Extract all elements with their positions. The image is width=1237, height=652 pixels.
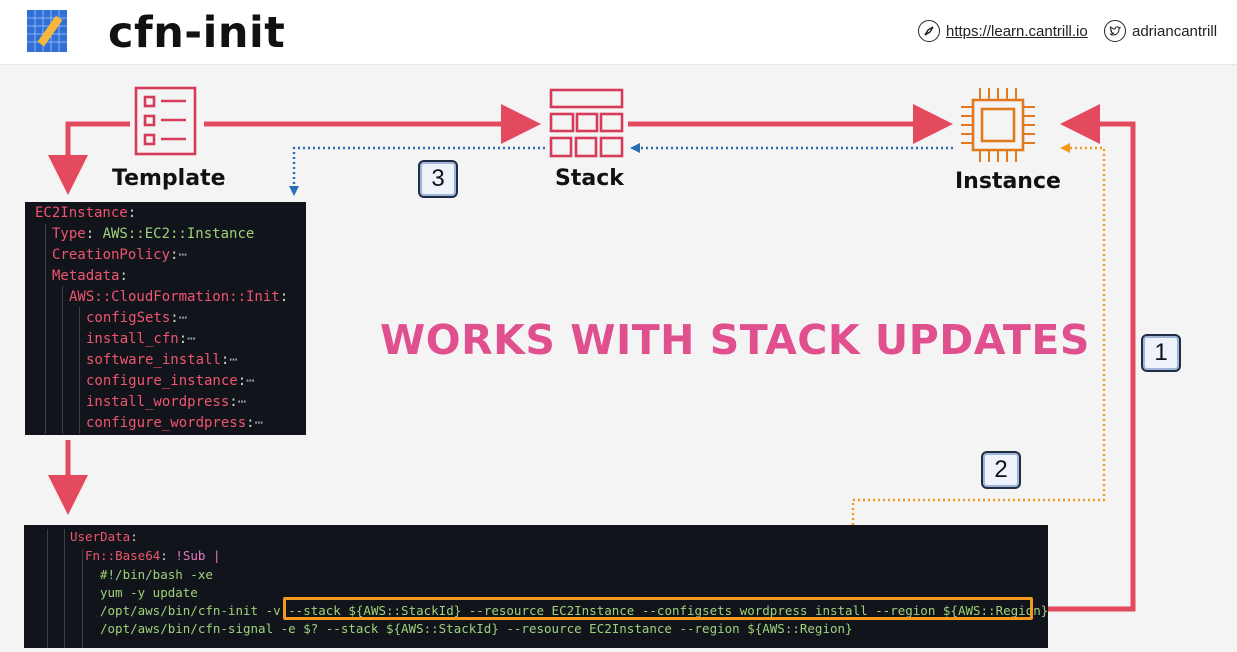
header-bar: cfn-init https://learn.cantrill.io adria… [0,0,1237,65]
dotted-arrow-stack-to-metadata [292,146,545,186]
step-badge-3: 3 [418,160,458,198]
template-icon [134,86,197,156]
step-badge-2: 2 [981,451,1021,489]
indent-guide [82,549,83,648]
code-line: /opt/aws/bin/cfn-init -v --stack ${AWS::… [100,603,1049,618]
code-line: #!/bin/bash -xe [100,567,213,582]
userdata-code-block: UserData: Fn::Base64: !Sub | #!/bin/bash… [24,525,1048,648]
twitter-bird-icon [1104,20,1126,42]
indent-guide [45,224,46,434]
metadata-code-block: EC2Instance: Type: AWS::EC2::Instance Cr… [25,202,306,435]
code-line: software_install:⋯ [86,352,238,368]
step-badge-1: 1 [1141,334,1181,372]
code-line: CreationPolicy:⋯ [52,247,187,263]
flow-diagram [48,86,1136,612]
stack-label: Stack [555,166,624,191]
works-with-stack-updates-banner: WORKS WITH STACK UPDATES [380,316,1090,364]
code-line: configSets:⋯ [86,310,188,326]
code-line: install_wordpress:⋯ [86,394,247,410]
code-line: Type: AWS::EC2::Instance [52,226,255,242]
dotted-arrow-cfninit-to-instance [851,146,1106,590]
twitter-handle[interactable]: adriancantrill [1132,22,1218,40]
arrow-cfninit-to-instance [1038,104,1136,612]
template-label: Template [112,166,226,191]
indent-guide [79,307,80,434]
stack-icon [549,88,624,158]
instance-label: Instance [955,169,1061,194]
code-line: Metadata: [52,268,128,284]
dotted-arrowhead-instance [1060,143,1070,153]
code-line: EC2Instance: [35,205,137,221]
cfn-init-args-highlight [283,597,1033,620]
indent-guide [62,286,63,434]
cfn-init-args: --stack ${AWS::StackId} --resource EC2In… [288,603,1049,618]
website-url[interactable]: https://learn.cantrill.io [946,22,1088,40]
twitter-link[interactable]: adriancantrill [1104,20,1217,42]
arrow-template-to-metadata [48,121,130,195]
code-line: yum -y update [100,585,198,600]
dotted-arrowhead-metadata [289,186,299,196]
code-line: configure_instance:⋯ [86,373,255,389]
dotted-arrowhead-stack [630,143,640,153]
code-line: Fn::Base64: !Sub | [85,548,221,563]
compass-icon [918,20,940,42]
code-line: UserData: [70,529,138,544]
indent-guide [64,529,65,648]
code-line: install_cfn:⋯ [86,331,196,347]
code-line: /opt/aws/bin/cfn-signal -e $? --stack ${… [100,621,853,636]
code-line: AWS::CloudFormation::Init: [69,289,289,305]
website-link[interactable]: https://learn.cantrill.io [918,20,1088,42]
page-title: cfn-init [108,8,286,58]
indent-guide [47,529,48,648]
instance-icon [961,88,1035,162]
code-line: configure_wordpress:⋯ [86,415,264,431]
aws-blueprint-logo [27,10,67,52]
